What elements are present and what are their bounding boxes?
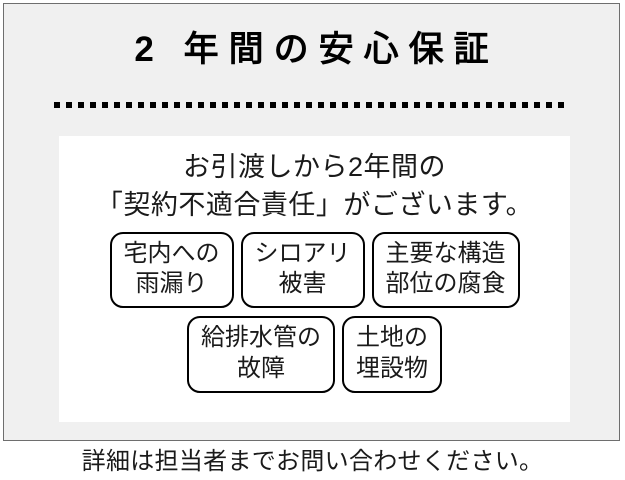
footer-note: 詳細は担当者までお問い合わせください。	[81, 447, 544, 475]
coverage-pill-label-line-2: 被害	[278, 270, 327, 298]
coverage-pill-group: 宅内への 雨漏り シロアリ 被害 主要な構造 部位の腐食 給排水管の	[59, 232, 570, 393]
coverage-pill-buried-objects: 土地の 埋設物	[342, 316, 442, 393]
coverage-pill-structural-rot: 主要な構造 部位の腐食	[371, 232, 520, 309]
coverage-pill-row-1: 宅内への 雨漏り シロアリ 被害 主要な構造 部位の腐食	[59, 232, 570, 309]
coverage-pill-label-line-1: 土地の	[356, 324, 428, 352]
coverage-pill-label-line-2: 部位の腐食	[385, 270, 506, 298]
coverage-pill-termite-damage: シロアリ 被害	[240, 232, 365, 309]
lead-line-1: お引渡しから2年間の	[182, 152, 447, 182]
coverage-pill-label-line-1: シロアリ	[254, 240, 351, 267]
footer-note-bar: 詳細は担当者までお問い合わせください。	[0, 444, 625, 480]
coverage-pill-plumbing-failure: 給排水管の 故障	[187, 316, 335, 393]
lead-paragraph: お引渡しから2年間の 「契約不適合責任」がございます。	[59, 136, 570, 225]
banner-panel: 2 年間の安心保証 お引渡しから2年間の 「契約不適合責任」がございます。 宅内…	[3, 3, 620, 441]
banner-title-row: 2 年間の安心保証	[4, 30, 619, 70]
coverage-pill-row-2: 給排水管の 故障 土地の 埋設物	[59, 316, 570, 393]
coverage-pill-label-line-2: 雨漏り	[135, 270, 208, 298]
lead-line-2: 「契約不適合責任」がございます。	[95, 190, 534, 221]
coverage-pill-label-line-1: 主要な構造	[385, 240, 506, 267]
coverage-pill-label-line-1: 給排水管の	[201, 324, 321, 352]
content-card: お引渡しから2年間の 「契約不適合責任」がございます。 宅内への 雨漏り シロア…	[59, 136, 570, 422]
coverage-pill-label-line-2: 埋設物	[356, 354, 428, 382]
page-title: 2 年間の安心保証	[134, 30, 499, 69]
dotted-divider	[54, 102, 570, 108]
coverage-pill-rain-leak: 宅内への 雨漏り	[109, 232, 234, 309]
coverage-pill-label-line-1: 宅内への	[123, 240, 220, 267]
coverage-pill-label-line-2: 故障	[237, 354, 285, 382]
